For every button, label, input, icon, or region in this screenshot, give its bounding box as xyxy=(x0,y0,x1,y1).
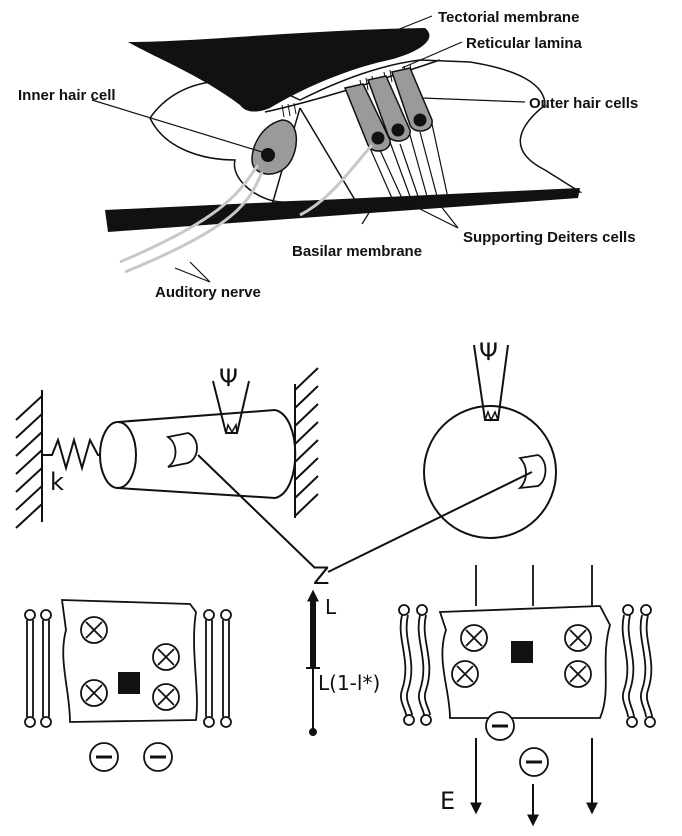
right-wall xyxy=(294,367,319,518)
charge-cross-icon xyxy=(80,616,180,711)
basilar-membrane-label: Basilar membrane xyxy=(292,243,422,260)
membrane-patch-contracted xyxy=(398,565,656,827)
anion-icon xyxy=(485,711,549,777)
auditory-nerve-label: Auditory nerve xyxy=(155,284,261,301)
length-reduced-label: L(1-l*) xyxy=(318,671,380,695)
connector-left xyxy=(197,454,316,569)
reticular-lamina-label: Reticular lamina xyxy=(466,35,583,52)
inner-hair-cell xyxy=(251,119,298,175)
anion-icon xyxy=(89,742,173,772)
tectorial-membrane xyxy=(128,28,430,112)
field-e-label: E xyxy=(440,787,455,815)
auditory-nerve-fibers xyxy=(119,144,374,274)
motor-protein-left xyxy=(165,432,198,468)
psi-right-label: Ψ xyxy=(479,338,498,366)
organ-of-corti-panel: Tectorial membrane Reticular lamina Inne… xyxy=(18,9,638,301)
charge-cross-icon xyxy=(451,624,592,688)
outer-hair-cells-label: Outer hair cells xyxy=(529,95,638,112)
membrane-patch-relaxed xyxy=(24,599,232,772)
spring xyxy=(42,436,110,472)
leader-lines xyxy=(91,15,526,283)
deiters-cells xyxy=(369,123,449,206)
connector-right xyxy=(327,471,533,573)
micropipette-left xyxy=(212,380,250,434)
inner-hair-cell-label: Inner hair cell xyxy=(18,87,116,104)
tectorial-membrane-label: Tectorial membrane xyxy=(438,9,579,26)
psi-left-label: Ψ xyxy=(219,364,238,392)
charge-square-icon xyxy=(511,641,533,663)
outer-hair-cell-nucleus xyxy=(371,131,385,145)
supporting-deiters-cells-label: Supporting Deiters cells xyxy=(463,229,636,246)
left-wall xyxy=(15,390,43,529)
outer-hair-cell-nucleus xyxy=(413,113,427,127)
field-arrows xyxy=(470,738,598,827)
motor-protein-right xyxy=(517,454,547,490)
cylinder-cell xyxy=(99,409,297,499)
motor-model-panel: Ψ Ψ k Z L L(1-l*) E xyxy=(15,338,656,827)
sphere-cell xyxy=(423,405,557,539)
charge-square-icon xyxy=(118,672,140,694)
z-axis-label: Z xyxy=(313,562,329,590)
inner-hair-cell-nucleus xyxy=(261,148,275,162)
outer-hair-cell-nucleus xyxy=(391,123,405,137)
length-l-label: L xyxy=(325,595,337,619)
spring-constant-label: k xyxy=(50,468,64,496)
